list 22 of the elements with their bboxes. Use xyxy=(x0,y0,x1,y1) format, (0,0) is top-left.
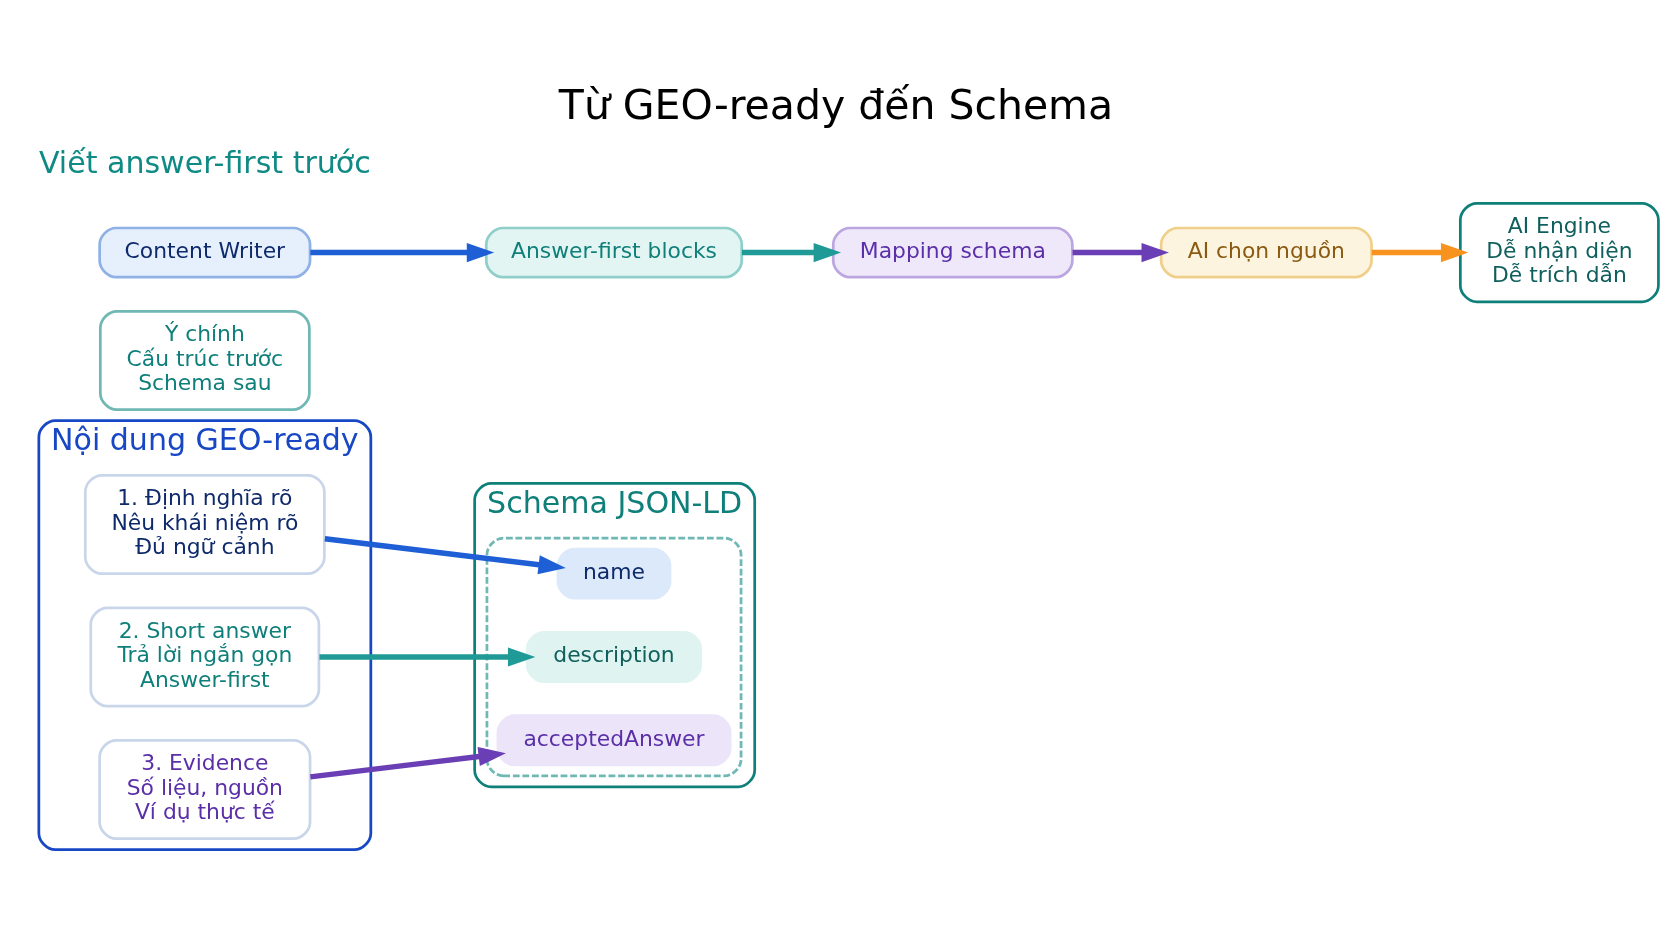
diagram-title: Từ GEO-ready đến Schema xyxy=(558,80,1114,129)
arrow xyxy=(310,243,495,263)
node-box: Content Writer xyxy=(98,226,312,279)
node-box: Ý chính Cấu trúc trước Schema sau xyxy=(98,309,311,412)
node-box: Mapping schema xyxy=(831,226,1074,279)
node-box: 3. Evidence Số liệu, nguồn Ví dụ thực tế xyxy=(98,738,312,841)
label: Viết answer-first trước xyxy=(38,144,371,180)
arrow xyxy=(1371,243,1469,263)
node-box: acceptedAnswer xyxy=(496,714,732,767)
arrow xyxy=(741,243,841,263)
node-box: 2. Short answer Trả lời ngắn gọn Answer-first xyxy=(89,606,321,708)
cluster xyxy=(485,536,743,778)
arrow xyxy=(319,647,536,667)
arrow xyxy=(1072,243,1169,263)
node-box: AI chọn nguồn xyxy=(1159,226,1373,279)
arrow xyxy=(310,747,506,780)
node-box: 1. Định nghĩa rõ Nêu khái niệm rõ Đủ ngữ cảnh xyxy=(83,473,326,575)
node-box: name xyxy=(556,547,672,600)
arrow xyxy=(324,536,566,575)
node-box: Answer-first blocks xyxy=(484,226,744,279)
node-box: description xyxy=(525,631,703,683)
node-box: AI Engine Dễ nhận diện Dễ trích dẫn xyxy=(1458,202,1660,304)
